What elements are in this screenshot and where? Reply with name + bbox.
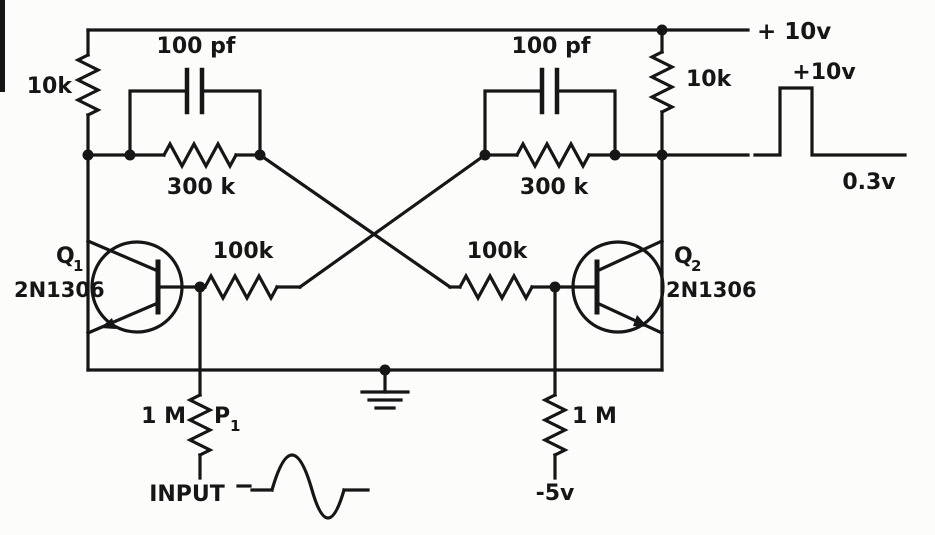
sine-wave-icon <box>250 453 370 520</box>
resistor-100k-right-label: 100k <box>467 239 529 264</box>
transistor-collector-lead <box>594 238 665 274</box>
wave-low-label: 0.3v <box>842 170 896 195</box>
junction-dot <box>82 149 94 161</box>
resistor-zigzag <box>648 49 676 115</box>
junction-dot <box>609 149 621 161</box>
resistor-zigzag <box>457 272 535 302</box>
ground-icon <box>360 368 410 410</box>
p1-label-sub: 1 <box>230 417 240 435</box>
junction-dot <box>656 24 668 36</box>
resistor-10k-right: 10k <box>648 49 733 115</box>
ground-bars <box>360 390 410 410</box>
junction-dots <box>82 24 668 376</box>
resistor-300k-left: 300 k <box>161 140 239 200</box>
resistor-100k-left: 100k <box>202 239 302 302</box>
junction-dot <box>124 149 136 161</box>
supply-top-label: + 10v <box>757 19 831 45</box>
scan-artifact <box>0 0 5 92</box>
q1-part-number: 2N1306 <box>14 278 105 302</box>
resistor-300k-right: 300 k <box>514 140 592 200</box>
input-label: INPUT <box>149 482 225 507</box>
resistor-zigzag <box>161 140 239 170</box>
transistor-emitter-lead <box>594 300 665 336</box>
capacitor-leads <box>483 89 617 157</box>
junction-dot <box>194 281 206 293</box>
neg-supply-label: -5v <box>536 481 575 506</box>
resistor-100k-right: 100k <box>448 239 535 302</box>
bias-branch: 1 M -5v <box>536 285 617 506</box>
capacitor-100pf-right: 100 pf <box>483 34 617 157</box>
resistor-zigzag <box>74 52 102 118</box>
cross-coupling-wires <box>257 152 488 290</box>
resistor-zigzag <box>541 392 569 458</box>
emitter-arrow-icon <box>633 315 648 327</box>
transistor-emitter-lead <box>85 300 161 336</box>
resistor-10k-left: 10k <box>27 52 102 118</box>
pulse-wave-icon <box>753 86 907 157</box>
junction-dot <box>549 281 561 293</box>
output-waveform: +10v 0.3v <box>753 60 907 195</box>
transistor-collector-lead <box>85 238 161 274</box>
p1-label: P <box>214 404 230 429</box>
capacitor-left-label: 100 pf <box>157 34 236 59</box>
q2-label-sub: 2 <box>691 257 701 275</box>
resistor-1m-left-label: 1 M <box>141 404 186 429</box>
resistor-10k-right-label: 10k <box>686 67 733 92</box>
q1-label: Q <box>56 244 75 269</box>
q2-label: Q <box>674 244 693 269</box>
junction-dot <box>254 149 266 161</box>
transistor-q2: Q 2 2N1306 <box>530 238 757 336</box>
q2-part-number: 2N1306 <box>666 278 757 302</box>
resistor-10k-left-label: 10k <box>27 74 74 99</box>
junction-dot <box>379 364 391 376</box>
resistor-300k-right-label: 300 k <box>520 175 590 200</box>
capacitor-100pf-left: 100 pf <box>128 34 262 157</box>
top-rail: + 10v <box>86 19 831 45</box>
transistor-q1: Q 1 2N1306 <box>14 238 207 336</box>
emitter-arrow-icon <box>100 318 116 329</box>
resistor-zigzag <box>202 272 280 302</box>
capacitor-right-label: 100 pf <box>512 34 591 59</box>
capacitor-leads <box>128 89 262 157</box>
q1-label-sub: 1 <box>73 257 83 275</box>
resistor-zigzag <box>186 392 214 458</box>
resistor-1m-right-label: 1 M <box>572 404 617 429</box>
junction-dot <box>479 149 491 161</box>
resistor-100k-left-label: 100k <box>213 239 275 264</box>
junction-dot <box>656 149 668 161</box>
wave-high-label: +10v <box>792 60 856 85</box>
resistor-zigzag <box>514 140 592 170</box>
input-branch: 1 M P 1 INPUT <box>141 285 370 520</box>
resistor-300k-left-label: 300 k <box>167 175 237 200</box>
